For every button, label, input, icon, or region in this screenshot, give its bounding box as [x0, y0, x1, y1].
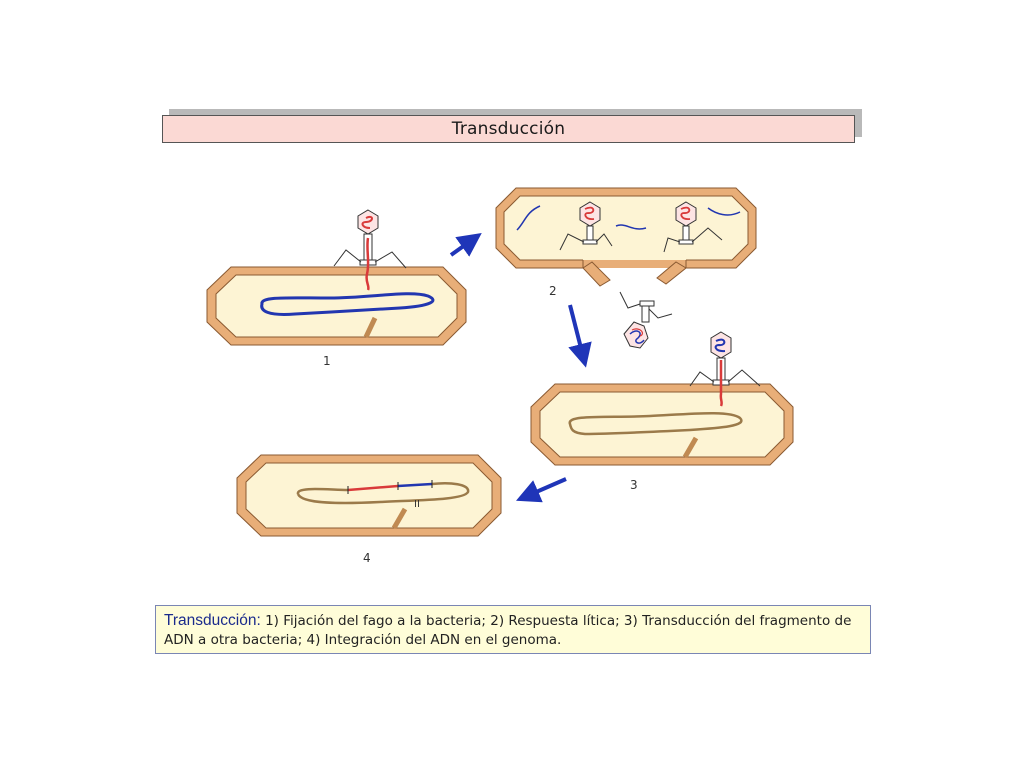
page-title: Transducción — [451, 119, 566, 139]
integration-mark: II — [414, 499, 420, 510]
step-label-2: 2 — [549, 284, 557, 298]
bacterial-chromosome — [260, 292, 435, 316]
bacterium-2-lysed — [495, 187, 757, 287]
step-label-1: 1 — [323, 354, 331, 368]
arrow-3-to-4 — [515, 477, 567, 503]
bacterium-3 — [530, 383, 794, 466]
phage-attached-1 — [333, 209, 407, 291]
mesosome — [363, 316, 378, 339]
released-phage — [619, 291, 673, 349]
mesosome — [391, 507, 408, 530]
caption-heading: Transducción: — [164, 612, 261, 629]
step-label-4: 4 — [363, 551, 371, 565]
phage-attached-3 — [689, 331, 761, 407]
bacterium-4 — [236, 454, 502, 537]
caption-box: Transducción: 1) Fijación del fago a la … — [155, 605, 871, 654]
mesosome — [682, 436, 699, 459]
bacterium-1 — [206, 266, 467, 346]
integrated-bacterial-dna — [397, 482, 433, 488]
flow-arrows — [449, 233, 592, 503]
recipient-chromosome — [568, 412, 743, 436]
arrow-1-to-2 — [449, 233, 482, 257]
title-banner: Transducción — [162, 115, 855, 143]
caption-text: 1) Fijación del fago a la bacteria; 2) R… — [164, 613, 852, 648]
step-label-3: 3 — [630, 478, 638, 492]
integrated-phage-segment — [347, 484, 399, 492]
arrow-2-to-3 — [568, 304, 592, 368]
